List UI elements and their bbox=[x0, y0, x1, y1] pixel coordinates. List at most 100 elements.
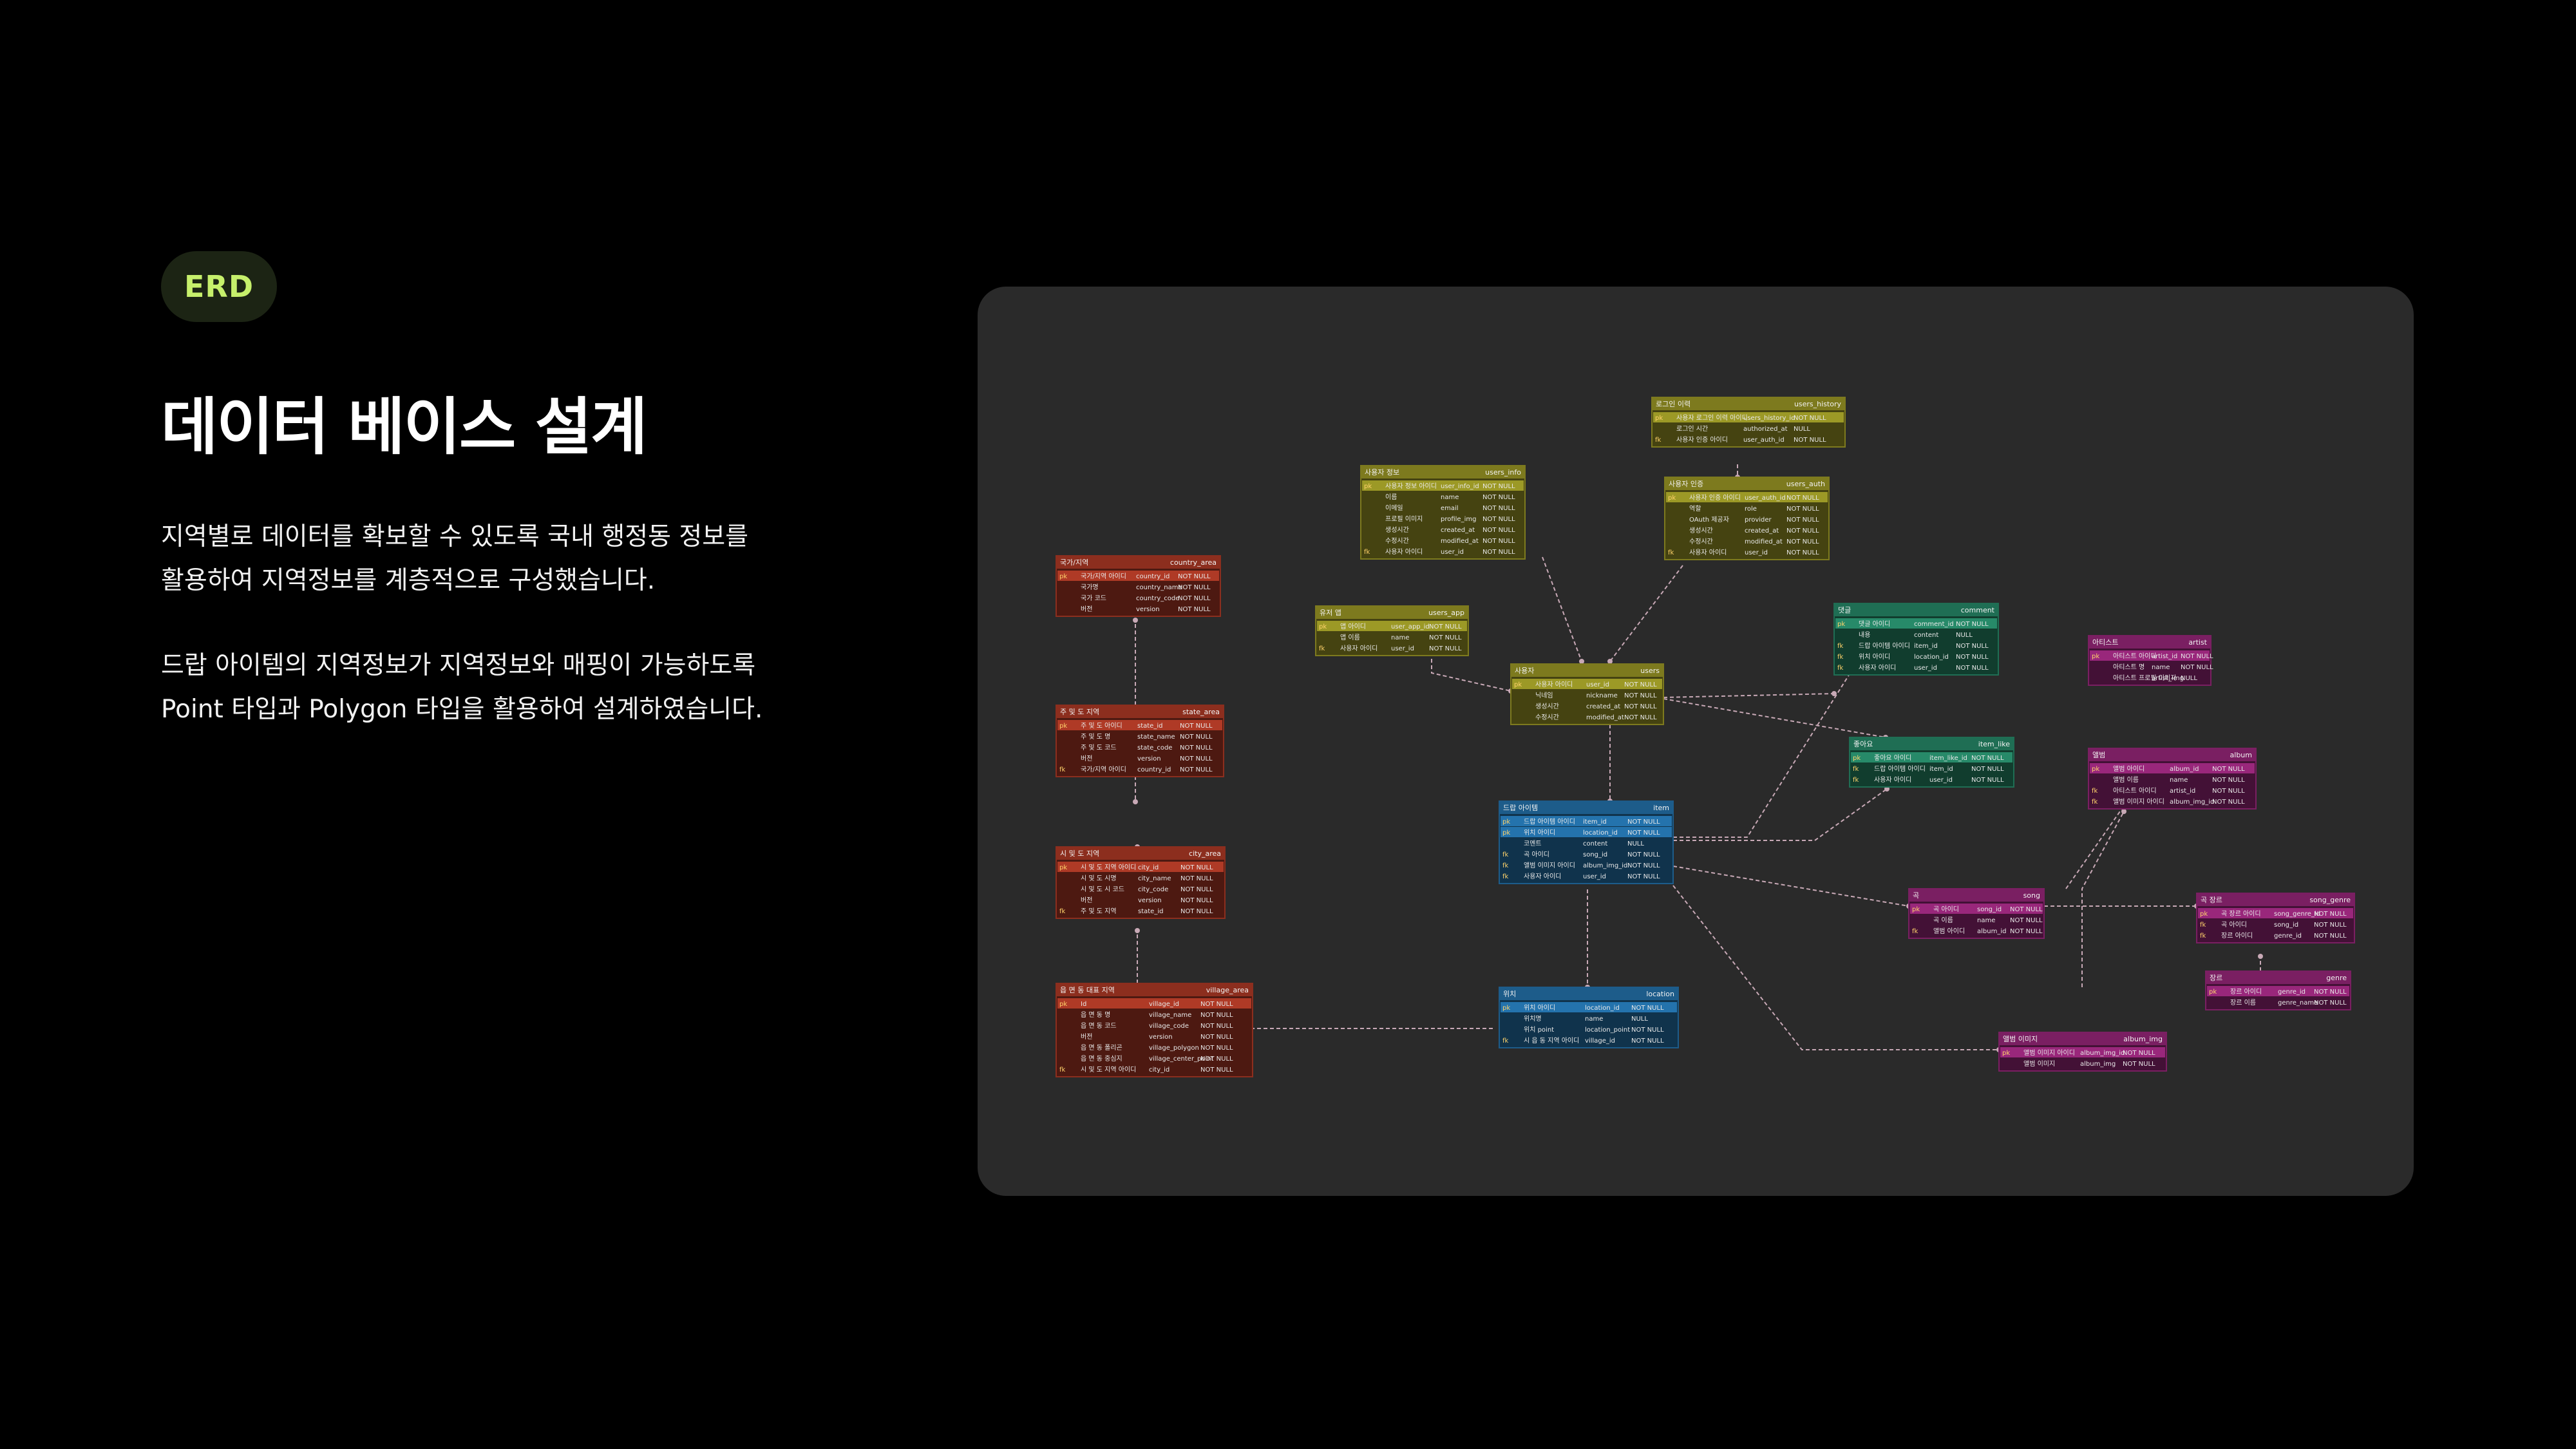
column-constraint: NOT NULL bbox=[1627, 819, 1660, 826]
column-constraint: NOT NULL bbox=[1178, 606, 1211, 613]
column-label: 좋아요 아이디 bbox=[1874, 754, 1911, 762]
column-name: village_polygon bbox=[1149, 1045, 1199, 1052]
column-label: 사용자 아이디 bbox=[1874, 776, 1911, 784]
key-marker: fk bbox=[2200, 933, 2206, 940]
column-constraint: NOT NULL bbox=[1178, 573, 1211, 580]
column-label: 생성시간 bbox=[1689, 527, 1713, 535]
table-label: 위치 bbox=[1503, 990, 1516, 998]
column-constraint: NOT NULL bbox=[1180, 723, 1213, 730]
table-name: country_area bbox=[1170, 558, 1217, 567]
table-label: 아티스트 bbox=[2092, 638, 2118, 647]
column-constraint: NOT NULL bbox=[2010, 906, 2043, 913]
column-label: 곡 아이디 bbox=[1933, 905, 1959, 913]
table-label: 읍 면 동 대표 지역 bbox=[1060, 986, 1115, 994]
relation-line bbox=[1542, 556, 1582, 662]
table-name: users bbox=[1640, 667, 1660, 675]
table-label: 유저 앱 bbox=[1320, 609, 1341, 617]
column-constraint: NOT NULL bbox=[2010, 917, 2043, 924]
column-constraint: NULL bbox=[1956, 632, 1973, 639]
pk-row-highlight bbox=[1317, 621, 1467, 631]
column-label: 위치 아이디 bbox=[1524, 1003, 1555, 1012]
column-constraint: NULL bbox=[1627, 840, 1644, 848]
table-body bbox=[1360, 465, 1526, 560]
column-name: album_img bbox=[2080, 1061, 2116, 1068]
table-header bbox=[1056, 983, 1253, 996]
description-line-4: Point 타입과 Polygon 타입을 활용하여 설계하였습니다. bbox=[161, 695, 763, 724]
column-name: nickname bbox=[1586, 692, 1618, 699]
column-name: name bbox=[1977, 917, 1995, 924]
column-name: song_genre_id bbox=[2274, 911, 2320, 918]
key-marker: fk bbox=[1502, 873, 1509, 880]
column-constraint: NOT NULL bbox=[1786, 527, 1819, 535]
column-label: 시 및 도 시 코드 bbox=[1081, 886, 1124, 893]
key-marker: fk bbox=[1502, 1037, 1509, 1045]
column-constraint: NOT NULL bbox=[1786, 495, 1819, 502]
column-label: 장르 아이디 bbox=[2221, 932, 2253, 940]
column-name: country_id bbox=[1136, 573, 1170, 580]
table-name: users_info bbox=[1485, 468, 1521, 477]
column-label: 주 및 도 코드 bbox=[1081, 744, 1117, 752]
column-name: artist_id bbox=[2152, 653, 2177, 660]
column-constraint: NOT NULL bbox=[1180, 875, 1213, 882]
table-header bbox=[1999, 1032, 2166, 1045]
column-constraint: NOT NULL bbox=[2314, 911, 2347, 918]
table-header bbox=[2206, 971, 2351, 984]
column-name: name bbox=[2152, 664, 2170, 671]
column-constraint: NOT NULL bbox=[1956, 654, 1989, 661]
column-label: 사용자 아이디 bbox=[1859, 664, 1896, 672]
pk-row-highlight bbox=[2198, 908, 2353, 918]
column-constraint: NOT NULL bbox=[1482, 505, 1515, 512]
description-line-1: 지역별로 데이터를 확보할 수 있도록 국내 행정동 정보를 bbox=[161, 522, 749, 551]
column-name: city_id bbox=[1138, 864, 1159, 871]
key-marker: fk bbox=[1502, 851, 1509, 858]
column-constraint: NULL bbox=[2181, 675, 2197, 682]
column-label: 위치 아이디 bbox=[1524, 828, 1555, 837]
table-label: 주 및 도 지역 bbox=[1060, 708, 1099, 716]
relation-endpoint bbox=[1579, 659, 1584, 664]
pk-row-highlight bbox=[1501, 816, 1672, 826]
column-name: user_id bbox=[1391, 645, 1414, 652]
relation-endpoint bbox=[2258, 954, 2263, 959]
table-label: 사용자 정보 bbox=[1365, 468, 1399, 477]
column-name: user_auth_id bbox=[1743, 437, 1785, 444]
column-label: 아티스트 아이디 bbox=[2113, 652, 2157, 660]
table-name: users_app bbox=[1428, 609, 1464, 617]
column-label: 곡 이름 bbox=[1933, 916, 1953, 924]
table-label: 댓글 bbox=[1838, 606, 1851, 614]
column-label: 버전 bbox=[1081, 1033, 1092, 1041]
column-constraint: NOT NULL bbox=[1429, 645, 1462, 652]
column-name: user_id bbox=[1586, 681, 1609, 688]
column-name: location_point bbox=[1585, 1027, 1630, 1034]
column-name: email bbox=[1441, 505, 1459, 512]
column-label: 국가 코드 bbox=[1081, 594, 1106, 602]
column-name: created_at bbox=[1745, 527, 1779, 535]
column-name: version bbox=[1137, 755, 1161, 762]
column-name: song_id bbox=[2274, 922, 2298, 929]
table-header bbox=[1511, 664, 1663, 677]
table-header bbox=[1361, 466, 1525, 478]
table-header bbox=[1056, 705, 1224, 718]
column-label: 아티스트 프로필 이미지 bbox=[2113, 674, 2176, 682]
relation-line bbox=[1672, 866, 1909, 907]
key-marker: pk bbox=[1502, 1005, 1510, 1012]
column-constraint: NOT NULL bbox=[1971, 755, 2004, 762]
